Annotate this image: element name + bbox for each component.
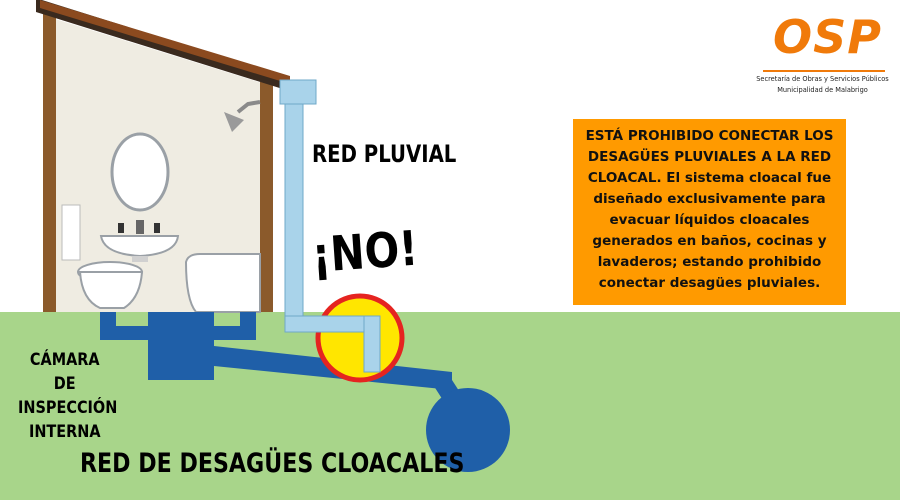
- logo-divider: [763, 70, 885, 72]
- rain-network-label: RED PLUVIAL: [312, 140, 457, 168]
- mirror-icon: [110, 132, 170, 212]
- prohibition-notice-text: ESTÁ PROHIBIDO CONECTAR LOS DESAGÜES PLU…: [585, 128, 834, 291]
- prohibition-ring: [315, 293, 405, 383]
- toilet-icon: [77, 261, 144, 309]
- osp-logo: OSP Secretaría de Obras y Servicios Públ…: [755, 10, 890, 100]
- house-roof-edge: [40, 0, 290, 84]
- logo-mark: OSP: [773, 10, 882, 64]
- logo-municipalidad-text: Municipalidad de Malabrigo: [777, 86, 868, 94]
- sewer-network-label: RED DE DESAGÜES CLOACALES: [80, 448, 465, 479]
- logo-secretaria-text: Secretaría de Obras y Servicios Públicos: [756, 75, 889, 83]
- house-left-wall: [43, 14, 56, 312]
- sink-icon: [99, 220, 180, 262]
- toilet-tank: [61, 204, 81, 261]
- sewer-main: [426, 388, 510, 472]
- inspection-chamber-label: CÁMARA DE INSPECCIÓN INTERNA: [18, 350, 118, 442]
- inspection-chamber: [148, 312, 214, 380]
- prohibition-notice-box: ESTÁ PROHIBIDO CONECTAR LOS DESAGÜES PLU…: [573, 119, 846, 305]
- shower-icon: [224, 100, 261, 132]
- rain-pipe: [279, 79, 381, 373]
- house-right-wall: [260, 82, 273, 312]
- prohibition-label: ¡NO!: [310, 220, 420, 284]
- bathtub-icon: [184, 253, 261, 313]
